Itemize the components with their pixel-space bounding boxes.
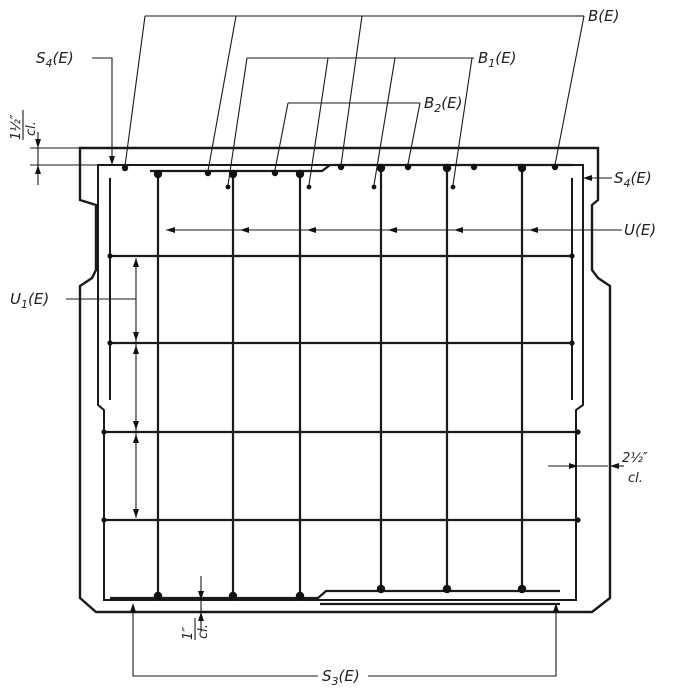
label-u: U(E)	[624, 221, 656, 239]
stirrup-s4	[97, 164, 584, 601]
tie-end-dot	[575, 517, 581, 523]
arrowhead	[198, 612, 204, 621]
clearance-bottom-unit: cl.	[196, 624, 211, 639]
bar-b2	[404, 163, 412, 171]
arrowhead	[133, 345, 139, 354]
clearance-bottom-value: 1″	[181, 627, 196, 640]
label-s4-right: S4(E)	[614, 169, 652, 190]
bar-b	[551, 163, 559, 171]
clearance-side-value: 2½″	[622, 451, 648, 466]
label-s4-left: S4(E)	[36, 49, 74, 70]
section-outline	[78, 146, 612, 614]
label-s3: S3(E)	[322, 667, 360, 688]
arrowhead	[133, 421, 139, 430]
leader-s3	[132, 610, 557, 677]
label-b1: B1(E)	[478, 49, 516, 70]
tie-end-dot	[569, 253, 575, 259]
arrowhead	[307, 227, 316, 233]
arrowhead	[109, 156, 115, 165]
leader-s4-left	[92, 57, 113, 162]
tie-end-dot	[101, 429, 107, 435]
bar-b1-lower	[371, 184, 377, 190]
arrowhead	[569, 463, 578, 469]
main-bar	[153, 169, 163, 179]
main-bar	[442, 584, 452, 594]
tie-end-dot	[107, 340, 113, 346]
arrowhead	[240, 227, 249, 233]
arrowhead	[198, 591, 204, 600]
tie-end-dot	[107, 253, 113, 259]
arrowhead	[454, 227, 463, 233]
bar-b1-lower	[225, 184, 231, 190]
clearance-bottom: 1″ cl.	[181, 618, 211, 640]
bar-b	[337, 163, 345, 171]
top-longitudinal-bar	[150, 163, 574, 173]
main-bar	[376, 163, 386, 173]
arrowhead	[133, 434, 139, 443]
arrowhead	[529, 227, 538, 233]
arrowhead	[133, 258, 139, 267]
label-u1: U1(E)	[10, 290, 49, 311]
bar-b	[121, 164, 129, 172]
arrowhead	[35, 165, 41, 174]
leader-b2	[274, 102, 421, 171]
main-bar	[295, 169, 305, 179]
tie-end-dot	[101, 517, 107, 523]
arrowhead	[583, 175, 592, 181]
main-bar	[153, 591, 163, 601]
bar-b1-lower	[450, 184, 456, 190]
main-bar	[517, 584, 527, 594]
main-bar	[442, 163, 452, 173]
leader-b	[124, 15, 585, 172]
arrowhead	[35, 139, 41, 148]
bottom-longitudinal-bar	[110, 589, 560, 600]
main-bar	[295, 591, 305, 601]
main-bar	[228, 169, 238, 179]
main-bar	[228, 591, 238, 601]
main-bar	[517, 163, 527, 173]
arrowhead	[553, 603, 559, 612]
main-bar	[376, 584, 386, 594]
tie-end-dot	[569, 340, 575, 346]
clearance-top-value: 1½″	[9, 114, 24, 140]
label-b2: B2(E)	[424, 94, 462, 115]
arrowhead	[133, 332, 139, 341]
arrowhead	[388, 227, 397, 233]
clearance-side-unit: cl.	[628, 471, 643, 486]
label-b: B(E)	[588, 7, 619, 25]
bar-b1-lower	[306, 184, 312, 190]
bar-b1	[470, 163, 478, 171]
clearance-top-unit: cl.	[24, 121, 39, 136]
arrowhead	[166, 227, 175, 233]
leader-u1	[66, 258, 137, 518]
tie-end-dot	[575, 429, 581, 435]
arrowhead	[133, 509, 139, 518]
arrowhead	[130, 603, 136, 612]
bar-b	[204, 169, 212, 177]
clearance-top: 1½″ cl.	[9, 110, 39, 140]
clearance-side: 2½″ cl.	[622, 451, 648, 486]
bar-b2	[271, 169, 279, 177]
leader-b1	[227, 57, 474, 186]
